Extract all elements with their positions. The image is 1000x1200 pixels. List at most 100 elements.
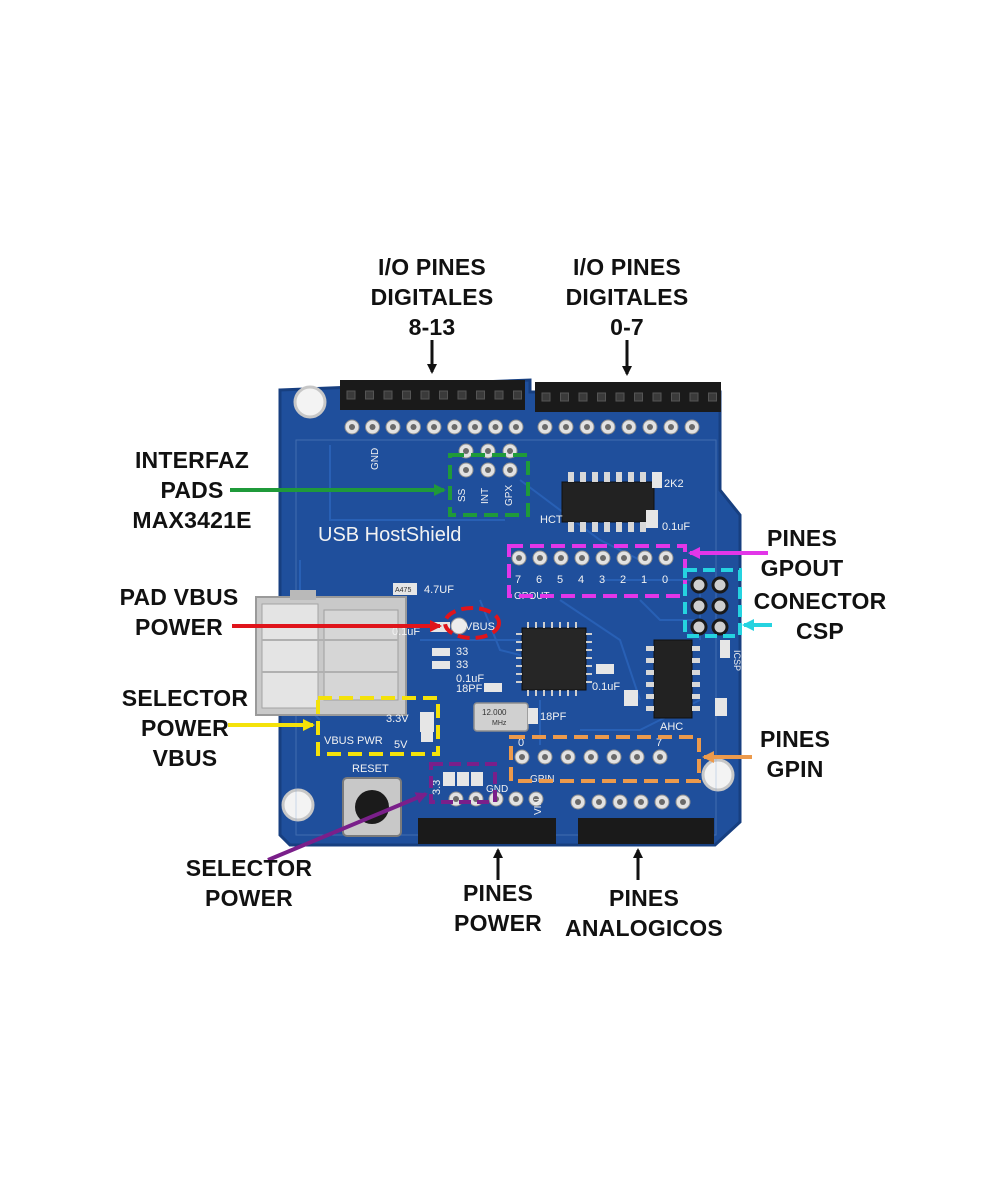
header-pin bbox=[346, 390, 356, 400]
header-digital-8-13 bbox=[340, 380, 525, 410]
label-pines-gpout-line2: GPOUT bbox=[760, 555, 844, 581]
ahc-chip bbox=[646, 639, 700, 719]
label-selector-power: SELECTOR POWER bbox=[176, 853, 322, 913]
label-pines-analogicos: PINES ANALOGICOS bbox=[554, 883, 734, 943]
label-io-0-7-line1: I/O PINES bbox=[573, 254, 681, 280]
label-io-0-7: I/O PINES DIGITALES 0-7 bbox=[557, 252, 697, 342]
vbus-pad-highlight bbox=[443, 606, 501, 640]
label-pines-power-line2: POWER bbox=[454, 910, 542, 936]
silk-cap-d: 0.1uF bbox=[592, 681, 620, 693]
header-pin bbox=[420, 390, 430, 400]
label-selector-vbus-line1: SELECTOR bbox=[121, 685, 249, 711]
label-pines-power: PINES POWER bbox=[432, 878, 564, 938]
label-interfaz: INTERFAZ PADS MAX3421E bbox=[118, 445, 266, 535]
label-selector-power-line2: POWER bbox=[205, 885, 293, 911]
icsp-pin bbox=[690, 618, 708, 636]
label-pines-analogicos-line1: PINES bbox=[608, 885, 680, 911]
icsp-pins bbox=[690, 576, 729, 636]
header-pin bbox=[383, 390, 393, 400]
silk-ss: SS bbox=[457, 488, 468, 502]
label-io-8-13-line2: DIGITALES bbox=[370, 284, 494, 310]
gpin-number: 7 bbox=[656, 737, 662, 749]
interfaz-pads bbox=[458, 443, 518, 478]
label-pines-gpin: PINES GPIN bbox=[740, 724, 850, 784]
interfaz-highlight bbox=[448, 453, 530, 517]
header-analog bbox=[578, 818, 714, 844]
silk-a475: A475 bbox=[395, 587, 411, 594]
label-interfaz-line3: MAX3421E bbox=[132, 507, 252, 533]
header-pin bbox=[439, 390, 448, 400]
silk-18pf-b: 18PF bbox=[540, 711, 567, 723]
board-title: USB HostShield bbox=[318, 524, 461, 546]
label-io-8-13-line3: 8-13 bbox=[408, 314, 456, 340]
vbus-pad bbox=[450, 617, 468, 635]
pad-row-top bbox=[344, 419, 700, 435]
label-pad-vbus: PAD VBUS POWER bbox=[108, 582, 250, 642]
gpout-number: 0 bbox=[662, 574, 668, 586]
silk-vbus-pwr: VBUS PWR bbox=[324, 735, 383, 747]
icsp-pin bbox=[711, 576, 729, 594]
silk-vbus: VBUS bbox=[465, 621, 495, 633]
label-io-8-13: I/O PINES DIGITALES 8-13 bbox=[362, 252, 502, 342]
header-pin bbox=[708, 392, 717, 402]
gpout-number: 1 bbox=[641, 574, 647, 586]
gpout-number: 4 bbox=[578, 574, 584, 586]
header-pin bbox=[634, 392, 643, 402]
header-pin bbox=[597, 392, 606, 402]
label-pines-gpout-line1: PINES bbox=[766, 525, 838, 551]
label-io-0-7-line3: 0-7 bbox=[610, 314, 644, 340]
label-conector-csp-line2: CSP bbox=[796, 618, 844, 644]
header-power bbox=[418, 818, 556, 844]
gpout-pads bbox=[511, 550, 674, 566]
silk-hct: HCT bbox=[540, 514, 563, 526]
label-pines-power-line1: PINES bbox=[462, 880, 534, 906]
label-selector-power-line1: SELECTOR bbox=[185, 855, 313, 881]
gpin-number: 0 bbox=[518, 737, 524, 749]
selector-vbus-highlight bbox=[316, 696, 440, 756]
label-io-8-13-line1: I/O PINES bbox=[378, 254, 486, 280]
silk-crystal: 12.000 bbox=[482, 708, 507, 717]
header-pin bbox=[652, 392, 662, 402]
gpout-number: 7 bbox=[515, 574, 521, 586]
header-pin bbox=[513, 390, 522, 400]
icsp-pin bbox=[711, 597, 729, 615]
label-selector-vbus-line3: VBUS bbox=[152, 745, 218, 771]
silk-ahc: AHC bbox=[660, 721, 683, 733]
max3421e-chip bbox=[516, 622, 592, 696]
silk-icsp: ICSP bbox=[732, 650, 742, 671]
header-pin bbox=[671, 392, 680, 402]
silk-reset: RESET bbox=[352, 763, 389, 775]
label-pines-gpin-line1: PINES bbox=[759, 726, 831, 752]
label-pines-analogicos-line2: ANALOGICOS bbox=[565, 915, 723, 941]
silk-r33-a: 33 bbox=[456, 646, 468, 658]
silk-gnd-top: GND bbox=[370, 448, 381, 470]
label-selector-vbus: SELECTOR POWER VBUS bbox=[112, 683, 258, 773]
csp-highlight bbox=[683, 568, 742, 638]
icsp-pin bbox=[690, 597, 708, 615]
selector-power-highlight bbox=[429, 762, 497, 804]
silk-int: INT bbox=[480, 488, 491, 504]
silk-cap-c: 0.1uF bbox=[456, 673, 484, 685]
header-pin bbox=[476, 390, 485, 400]
gpout-number: 6 bbox=[536, 574, 542, 586]
icsp-pin bbox=[690, 576, 708, 594]
label-selector-vbus-line2: POWER bbox=[141, 715, 229, 741]
label-pad-vbus-line1: PAD VBUS bbox=[119, 584, 239, 610]
silk-vin: VIN bbox=[533, 798, 544, 815]
silk-cap-b: 0.1uF bbox=[392, 626, 420, 638]
gpout-number: 5 bbox=[557, 574, 563, 586]
silk-crystal-unit: MHz bbox=[492, 720, 507, 727]
gpout-number: 3 bbox=[599, 574, 605, 586]
selector-vbus-pads bbox=[421, 712, 433, 742]
header-pin bbox=[560, 392, 569, 402]
header-pin bbox=[689, 392, 699, 402]
silk-r33-b: 33 bbox=[456, 659, 468, 671]
label-pines-gpin-line2: GPIN bbox=[766, 756, 824, 782]
arrows bbox=[228, 340, 772, 880]
silk-sel-33: 3.3 bbox=[431, 780, 443, 795]
label-conector-csp: CONECTOR CSP bbox=[744, 586, 896, 646]
silk-2k2: 2K2 bbox=[664, 478, 684, 490]
label-pad-vbus-line2: POWER bbox=[135, 614, 223, 640]
gpin-pads bbox=[514, 749, 668, 765]
silk-cap-47uf: 4.7UF bbox=[424, 584, 454, 596]
